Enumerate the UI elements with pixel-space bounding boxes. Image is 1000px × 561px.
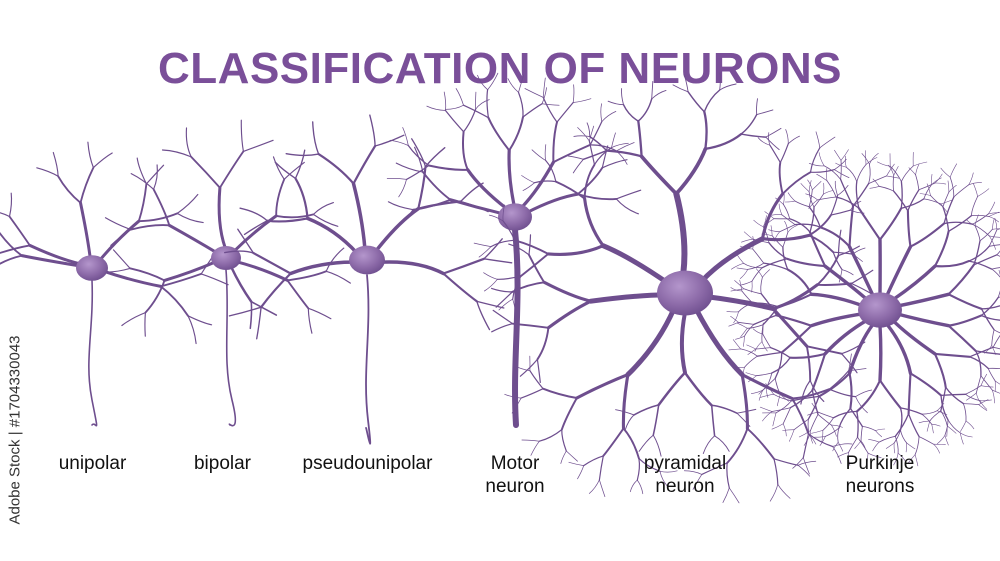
label-unipolar: unipolar [58,453,127,474]
label-pseudounipolar: pseudounipolar [302,453,433,474]
neuron-unipolar [0,141,229,427]
neuron-pseudounipolar [224,114,513,445]
neuron-pyramidal [473,72,874,504]
neuron-motor [386,72,642,428]
neuron-purkinje [726,149,1000,467]
watermark: Adobe Stock | #1704330043 [4,305,26,555]
neuron-bipolar [104,119,351,427]
page-title: CLASSIFICATION OF NEURONS [158,44,842,93]
label-bipolar: bipolar [193,453,252,474]
watermark-text: Adobe Stock | #1704330043 [6,335,24,525]
